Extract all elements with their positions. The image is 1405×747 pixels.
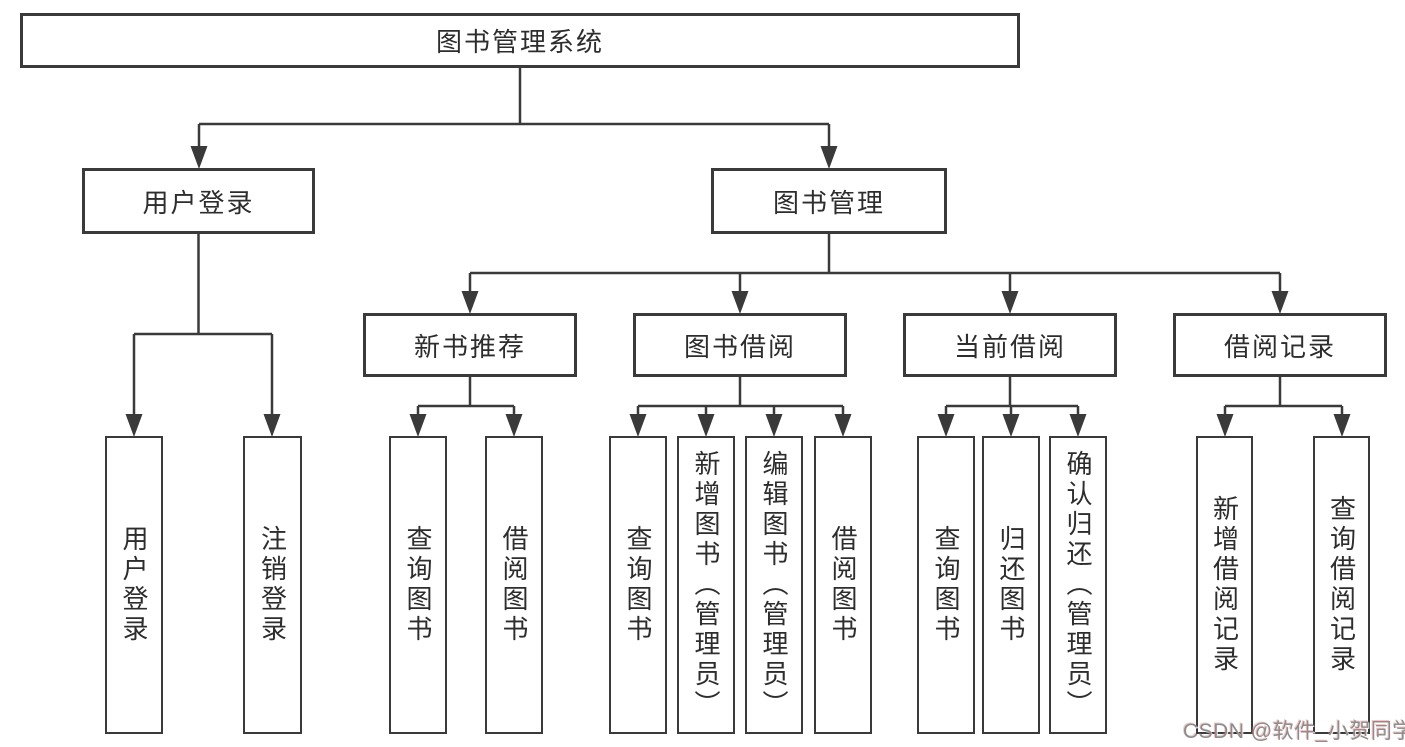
leaf-current-query-books: 查询图书 xyxy=(917,436,975,734)
leaf-return-books-label: 归还图书 xyxy=(996,525,1026,645)
arrowheads xyxy=(125,146,1351,437)
node-book-borrow-label: 图书借阅 xyxy=(683,331,796,362)
node-borrow-records-label: 借阅记录 xyxy=(1223,331,1336,362)
leaf-logout-label: 注销登录 xyxy=(257,525,288,645)
leaf-borrow-books-label: 借阅图书 xyxy=(828,525,858,645)
leaf-return-books: 归还图书 xyxy=(982,436,1040,734)
node-root-label: 图书管理系统 xyxy=(435,27,604,57)
node-book-management-label: 图书管理 xyxy=(772,187,885,218)
leaf-current-query-books-label: 查询图书 xyxy=(931,525,961,645)
leaf-edit-books-admin-label: 编辑图书（管理员） xyxy=(759,450,789,720)
leaf-borrow-books: 借阅图书 xyxy=(814,436,872,734)
node-new-book-recommend: 新书推荐 xyxy=(363,313,577,377)
leaf-user-login-label: 用户登录 xyxy=(119,525,149,645)
leaf-query-borrow-record: 查询借阅记录 xyxy=(1313,436,1370,734)
node-current-borrow: 当前借阅 xyxy=(903,313,1117,377)
leaf-add-borrow-record-label: 新增借阅记录 xyxy=(1209,495,1240,675)
leaf-confirm-return-admin-label: 确认归还（管理员） xyxy=(1063,450,1093,720)
node-book-borrow: 图书借阅 xyxy=(633,313,847,377)
leaf-query-borrow-record-label: 查询借阅记录 xyxy=(1326,495,1357,675)
leaf-add-books-admin-label: 新增图书（管理员） xyxy=(691,450,721,720)
node-book-management: 图书管理 xyxy=(711,168,947,234)
leaf-recommend-query-books: 查询图书 xyxy=(389,436,447,734)
csdn-watermark: CSDN @软件_小贺同学 xyxy=(1183,720,1405,743)
leaf-recommend-query-books-label: 查询图书 xyxy=(403,525,433,645)
leaf-logout: 注销登录 xyxy=(243,436,302,734)
leaf-confirm-return-admin: 确认归还（管理员） xyxy=(1049,436,1107,734)
leaf-edit-books-admin: 编辑图书（管理员） xyxy=(745,436,803,734)
node-current-borrow-label: 当前借阅 xyxy=(953,331,1066,362)
leaf-recommend-borrow-books: 借阅图书 xyxy=(485,436,543,734)
leaf-user-login: 用户登录 xyxy=(105,436,163,734)
leaf-borrow-query-books: 查询图书 xyxy=(609,436,667,734)
leaf-borrow-query-books-label: 查询图书 xyxy=(623,525,653,645)
leaf-recommend-borrow-books-label: 借阅图书 xyxy=(499,525,529,645)
leaf-add-borrow-record: 新增借阅记录 xyxy=(1196,436,1253,734)
node-new-book-recommend-label: 新书推荐 xyxy=(413,331,526,362)
node-root: 图书管理系统 xyxy=(20,13,1020,68)
node-user-login-label: 用户登录 xyxy=(142,187,255,218)
node-user-login: 用户登录 xyxy=(82,168,315,234)
leaf-add-books-admin: 新增图书（管理员） xyxy=(677,436,735,734)
node-borrow-records: 借阅记录 xyxy=(1173,313,1387,377)
